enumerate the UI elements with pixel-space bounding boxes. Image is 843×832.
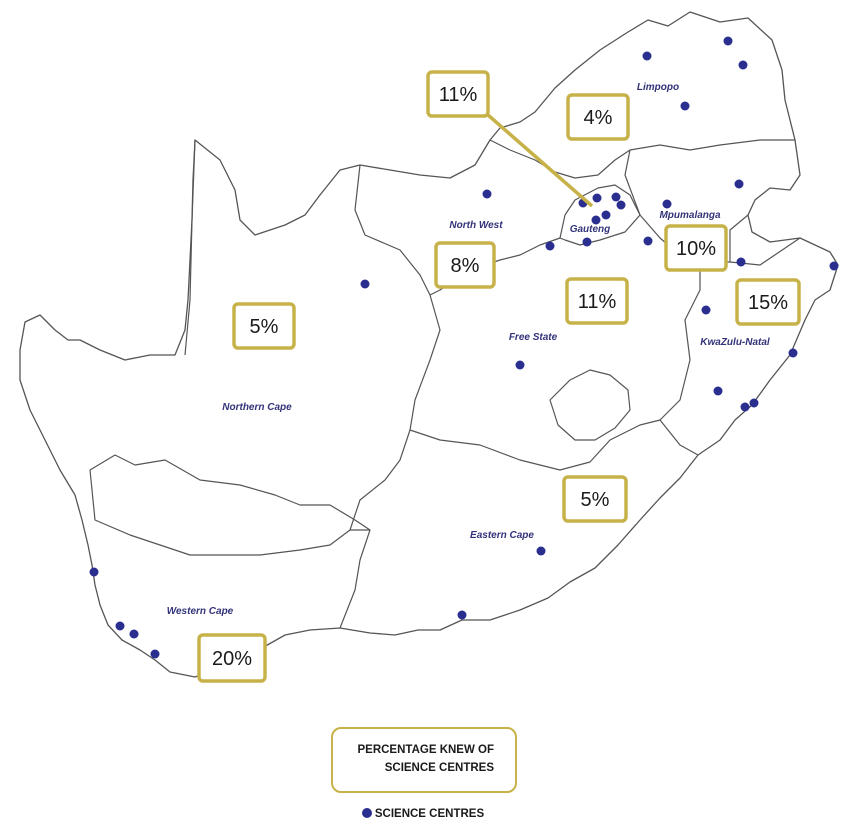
legend-percentage-label: PERCENTAGE KNEW OF SCIENCE CENTRES [357, 744, 494, 774]
science-centre-dot [482, 189, 492, 199]
border-northwest [354, 164, 566, 296]
province-label-easterncape: Eastern Cape [470, 530, 534, 541]
pct-value-freestate: 11% [578, 291, 617, 313]
legend-percentage-box: PERCENTAGE KNEW OF SCIENCE CENTRES [331, 727, 517, 793]
gauteng-callout-line [486, 113, 594, 208]
pct-box-northwest: 8% [434, 241, 496, 289]
pct-value-easterncape: 5% [581, 489, 610, 511]
pct-value-kzn: 15% [748, 292, 788, 314]
province-label-limpopo: Limpopo [637, 82, 679, 93]
border-limpopo [489, 139, 795, 179]
province-label-gauteng: Gauteng [570, 224, 611, 235]
science-centre-dot-icon [361, 808, 372, 818]
science-centre-dot [536, 546, 546, 556]
science-centre-dot [591, 215, 601, 225]
border-westerncape [89, 469, 351, 556]
legend-science-centres: SCIENCE CENTRES [330, 808, 516, 820]
science-centre-dot [582, 237, 592, 247]
pct-box-westerncape: 20% [197, 633, 267, 683]
science-centre-dot [592, 193, 602, 203]
pct-value-mpumalanga: 10% [676, 238, 716, 260]
pct-value-gauteng: 11% [439, 84, 478, 106]
science-centre-dot [129, 629, 139, 639]
science-centre-dot [89, 567, 99, 577]
science-centre-dot [723, 36, 733, 46]
science-centre-dot [611, 192, 621, 202]
science-centre-dot [642, 51, 652, 61]
science-centre-dot [616, 200, 626, 210]
science-centre-dot [150, 649, 160, 659]
science-centre-dots [89, 36, 839, 659]
province-label-mpumalanga: Mpumalanga [659, 210, 721, 221]
science-centre-dot [545, 241, 555, 251]
pct-box-freestate: 11% [565, 277, 629, 325]
border-kzn [659, 419, 699, 456]
science-centre-dot [701, 305, 711, 315]
science-centre-dot [788, 348, 798, 358]
province-label-northwest: North West [449, 220, 503, 231]
science-centre-dot [734, 179, 744, 189]
pct-value-northerncape: 5% [250, 316, 279, 338]
pct-box-limpopo: 4% [566, 93, 630, 141]
pct-box-kzn: 15% [735, 278, 801, 326]
pct-value-westerncape: 20% [212, 648, 252, 670]
science-centre-dot [457, 610, 467, 620]
science-centre-dot [601, 210, 611, 220]
border-freestate [409, 262, 701, 471]
science-centre-dot [662, 199, 672, 209]
border-lesotho [549, 369, 631, 441]
pct-box-northerncape: 5% [232, 302, 296, 350]
country-outline [19, 11, 839, 678]
science-centre-dot [738, 60, 748, 70]
border-northerncape [89, 139, 371, 531]
province-label-northerncape: Northern Cape [222, 402, 292, 413]
science-centre-dot [749, 398, 759, 408]
legend-dot-label: SCIENCE CENTRES [374, 808, 485, 820]
science-centre-dot [829, 261, 839, 271]
science-centre-dot [643, 236, 653, 246]
pct-box-easterncape: 5% [562, 475, 628, 523]
science-centre-dot [360, 279, 370, 289]
science-centre-dot [740, 402, 750, 412]
province-label-freestate: Free State [509, 332, 558, 343]
province-label-kzn: KwaZulu-Natal [700, 337, 770, 348]
pct-value-northwest: 8% [451, 255, 480, 277]
pct-value-limpopo: 4% [584, 107, 613, 129]
province-label-westerncape: Western Cape [167, 606, 234, 617]
science-centre-dot [515, 360, 525, 370]
pct-box-gauteng: 11% [426, 70, 490, 118]
science-centre-dot [115, 621, 125, 631]
science-centre-dot [680, 101, 690, 111]
science-centre-dot [713, 386, 723, 396]
science-centre-dot [736, 257, 746, 267]
pct-box-mpumalanga: 10% [664, 224, 728, 272]
